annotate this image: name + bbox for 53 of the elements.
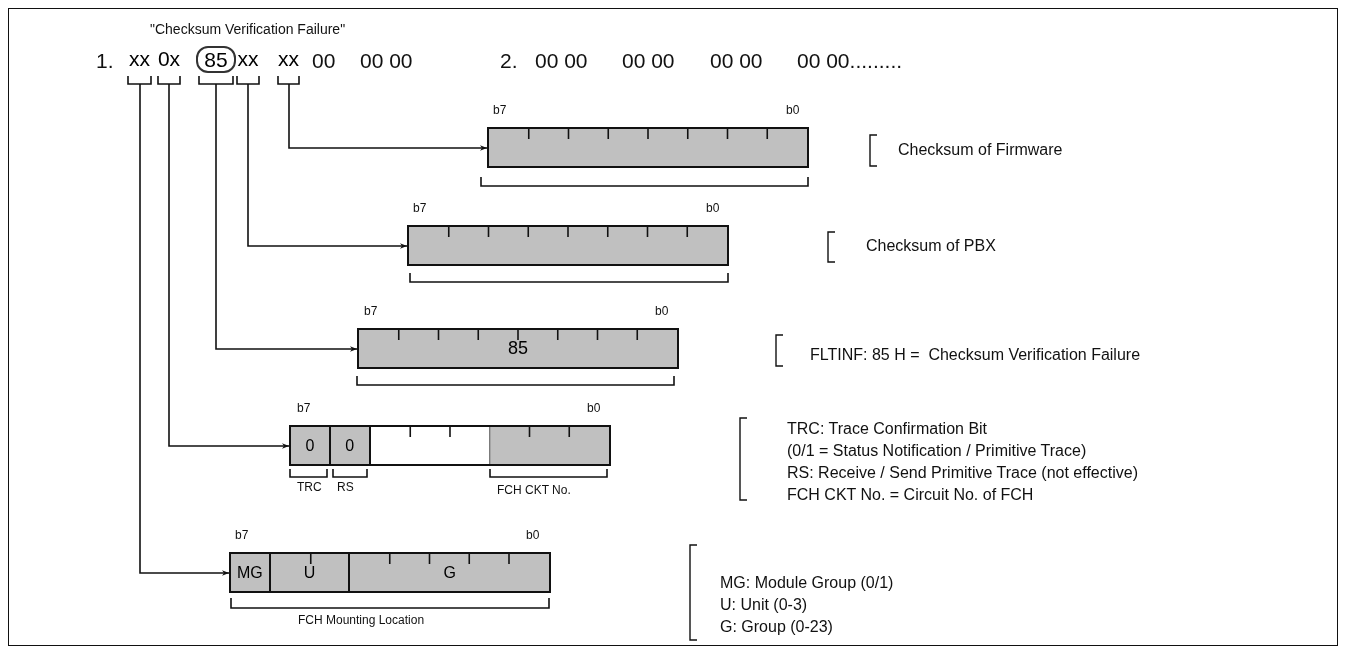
byte-field: xx [126,44,153,86]
bit-field: 0 [330,427,371,464]
bit-field: 0 [291,427,331,464]
bit-label: b7 [413,202,427,214]
register [487,127,809,168]
register [229,552,551,593]
byte-value: 00 00 [622,50,675,71]
bit-label: b7 [235,529,249,541]
description-text: FCH CKT No. = Circuit No. of FCH [787,487,1034,503]
register [357,328,679,369]
byte-value: 00 00 [535,50,588,71]
byte-field: xx [276,44,301,86]
field-label: FCH Mounting Location [298,614,425,626]
description-text: Checksum of Firmware [898,142,1063,158]
bit-label: b0 [786,104,800,116]
field-label: RS [337,481,354,493]
bit-field: G [350,554,549,591]
bit-label: b7 [364,305,378,317]
node-label: "Checksum Verification Failure" [150,22,346,36]
bit-label: b0 [526,529,540,541]
line-number: 1. [96,50,114,71]
line-number: 2. [500,50,518,71]
byte-value: 00 00......... [797,50,903,71]
arrow [247,83,408,249]
bit-label: b0 [706,202,720,214]
field-label: TRC [297,481,322,493]
description-text: G: Group (0-23) [720,619,833,635]
bit-label: b7 [493,104,507,116]
description-text: Checksum of PBX [866,238,996,254]
arrow [139,83,230,576]
register [407,225,729,266]
register-value: 85 [507,339,529,357]
arrow [215,83,358,352]
description-text: RS: Receive / Send Primitive Trace (not effective) [787,465,1138,481]
bit-label: b0 [655,305,669,317]
arrow [168,83,290,449]
byte-value: 00 00 [360,50,413,71]
byte-value: 00 [312,50,336,71]
bit-field: U [270,554,351,591]
description-text: FLTINF: 85 H = Checksum Verification Failure [810,347,1141,363]
bit-label: b0 [587,402,601,414]
description-text: MG: Module Group (0/1) [720,575,894,591]
description-text: (0/1 = Status Notification / Primitive Trace) [787,443,1087,459]
bit-field: MG [231,554,271,591]
description-text: U: Unit (0-3) [720,597,808,613]
bit-label: b7 [297,402,311,414]
arrow [288,83,488,151]
field-label: FCH CKT No. [497,484,571,496]
byte-field: xx [235,44,261,86]
description-text: TRC: Trace Confirmation Bit [787,421,988,437]
byte-field: 0x [156,44,182,86]
register [289,425,611,466]
byte-value: 00 00 [710,50,763,71]
